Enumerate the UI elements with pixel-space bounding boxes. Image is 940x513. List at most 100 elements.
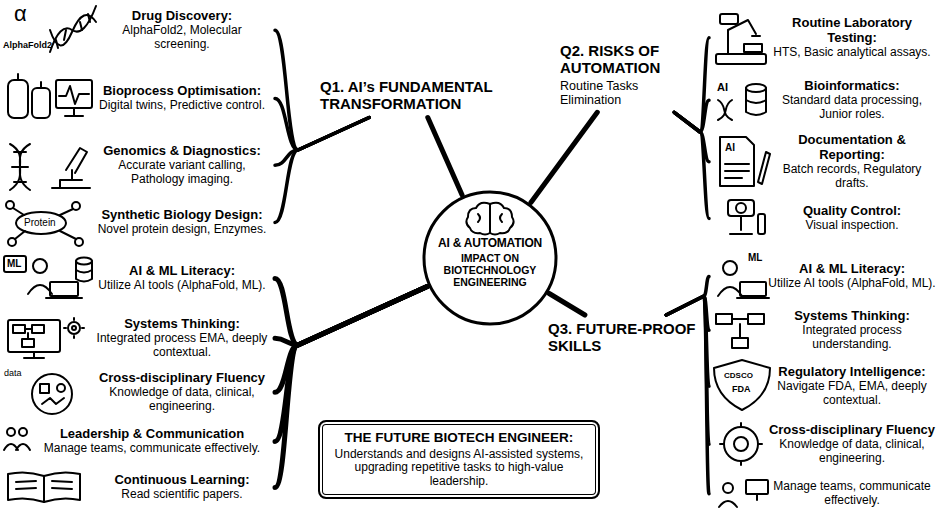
genomics-icon — [14, 151, 26, 153]
leadership-icon — [16, 444, 30, 450]
ml-user-icon — [4, 256, 26, 272]
branch-line — [428, 118, 462, 195]
node-heading: AI & AUTOMATION — [430, 237, 550, 251]
ml-user-icon — [740, 282, 766, 296]
node-body: Novel protein design, Enzymes. — [94, 223, 270, 237]
topic-item: Drug Discovery:AlphaFold2, Molecular scr… — [92, 8, 272, 53]
inspection-camera-icon — [758, 214, 765, 234]
document-icon — [725, 170, 749, 172]
branch-line — [666, 296, 709, 386]
team-presentation-icon — [719, 480, 768, 507]
lab-robot-icon — [720, 14, 738, 24]
lab-robot-icon — [728, 20, 756, 54]
topic-item: Quality Control:Visual inspection. — [712, 203, 938, 234]
ml-user-icon — [76, 258, 92, 265]
leadership-icon — [4, 428, 30, 450]
flowchart-icon — [739, 324, 741, 338]
topic-item: Bioprocess Optimisation:Digital twins, P… — [92, 83, 272, 114]
flowchart-icon — [716, 314, 732, 324]
inspection-camera-icon — [728, 200, 765, 234]
node-body: Standard data processing, Junior roles. — [768, 94, 936, 122]
dna-helix-icon — [64, 30, 66, 40]
ml-user-icon — [718, 287, 742, 296]
node-body: Digital twins, Predictive control. — [94, 99, 270, 113]
node-heading: Systems Thinking: — [768, 309, 936, 324]
books-icon — [16, 481, 36, 482]
node-heading: Continuous Learning: — [94, 473, 270, 488]
brain-icon — [466, 203, 513, 235]
node-body: Knowledge of data, clinical, engineering… — [94, 386, 270, 414]
topic-item: Systems Thinking:Integrated process unde… — [712, 308, 938, 353]
gear-icon — [758, 443, 762, 445]
team-presentation-icon — [756, 494, 758, 500]
icon-label: data — [4, 369, 22, 378]
ml-user-icon — [76, 270, 92, 273]
circle-outline — [424, 192, 556, 324]
node-heading: Cross-disciplinary Fluency — [768, 423, 936, 438]
node-heading: Genomics & Diagnostics: — [94, 144, 270, 159]
flowchart-icon — [732, 338, 748, 348]
systems-monitor-icon — [82, 327, 84, 329]
node-body: Integrated process EMA, deeply contextua… — [94, 332, 270, 360]
node-body: Accurate variant calling, Pathology imag… — [94, 159, 270, 187]
node-heading: Drug Discovery: — [94, 9, 270, 24]
genomics-icon — [14, 181, 26, 183]
central-circle: AI & AUTOMATIONIMPACT ON BIOTECHNOLOGY E… — [422, 190, 558, 326]
topic-item: AI & ML Literacy:Utilize AI tools (Alpha… — [92, 263, 272, 294]
topic-item: Documentation & Reporting:Batch records,… — [712, 132, 938, 191]
bioinformatics-icon — [746, 88, 766, 115]
inspection-camera-icon — [728, 200, 754, 216]
protein-network-icon — [15, 231, 25, 239]
protein-network-icon — [13, 208, 24, 215]
regulatory-shield-icon — [714, 360, 770, 410]
icon-label: FDA — [732, 385, 751, 394]
flowchart-icon — [716, 314, 764, 348]
node-body: Manage teams, communicate effectively. — [34, 442, 270, 456]
topic-item: Cross-disciplinary FluencyKnowledge of d… — [92, 370, 272, 415]
inspection-camera-icon — [736, 203, 746, 213]
branch-line — [531, 112, 597, 202]
systems-monitor-icon — [22, 339, 34, 347]
genomics-icon — [52, 148, 90, 188]
node-body: Utilize AI tools (AlphaFold, ML). — [94, 279, 270, 293]
systems-monitor-icon — [32, 325, 44, 333]
inspection-camera-icon — [740, 216, 742, 230]
node-body: Integrated process understanding. — [768, 324, 936, 352]
dna-helix-icon — [50, 6, 96, 52]
branch-line — [275, 278, 427, 345]
books-icon — [52, 488, 72, 489]
gear-icon — [724, 427, 758, 461]
topic-item: Manage teams, communicate effectively. — [712, 479, 938, 509]
lab-robot-icon — [752, 35, 760, 37]
bioinformatics-icon — [718, 100, 732, 120]
bioreactor-icon — [17, 74, 19, 80]
branch-line — [275, 287, 427, 442]
protein-network-icon — [6, 201, 83, 246]
document-icon — [725, 177, 742, 179]
icon-label: Protein — [24, 218, 56, 228]
flowchart-icon — [732, 318, 748, 320]
node-heading: Documentation & Reporting: — [768, 133, 936, 163]
bioreactor-icon — [73, 108, 75, 116]
systems-monitor-icon — [13, 325, 25, 333]
node-body: Read scientific papers. — [94, 488, 270, 502]
dna-helix-icon — [80, 22, 82, 30]
document-icon — [720, 137, 770, 186]
node-body: Utilize AI tools (AlphaFold, ML). — [768, 277, 936, 291]
systems-monitor-icon — [24, 357, 44, 359]
branch-line — [666, 296, 709, 444]
ml-user-icon — [718, 261, 769, 298]
systems-monitor-icon — [27, 333, 29, 339]
ml-user-icon — [723, 261, 737, 275]
regulatory-shield-icon — [714, 360, 770, 410]
cross-discipline-icon — [32, 374, 72, 414]
books-icon — [52, 481, 72, 482]
genomics-icon — [10, 144, 90, 190]
bioinformatics-icon — [746, 84, 766, 92]
systems-monitor-icon — [25, 328, 32, 330]
node-heading: Cross-disciplinary Fluency — [94, 371, 270, 386]
icon-label: ML — [7, 259, 21, 269]
books-icon — [43, 476, 45, 502]
node-heading: Quality Control: — [768, 204, 936, 219]
